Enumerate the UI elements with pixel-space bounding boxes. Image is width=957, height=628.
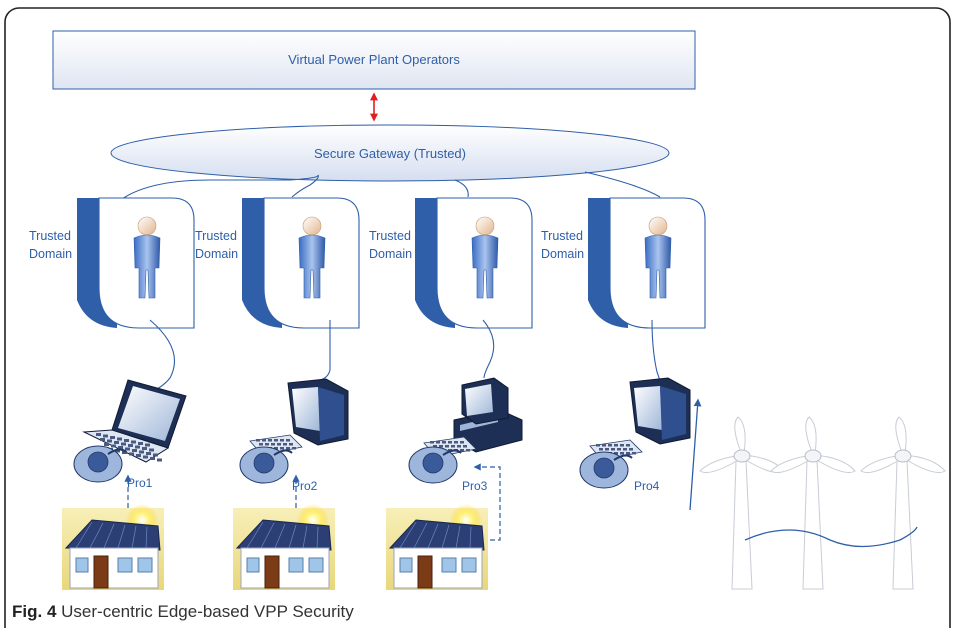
operators-box (52, 30, 696, 90)
gateway-link-4 (584, 171, 661, 198)
house-icon (235, 519, 332, 589)
monitor-icon (287, 378, 349, 446)
prosumer-1-station: Pro1 (73, 379, 187, 490)
desktop-computer-icon (453, 377, 523, 453)
gateway-link-3 (454, 179, 469, 198)
operator-person-icon (298, 216, 326, 299)
domain-label-line1: Trusted (29, 229, 71, 243)
gateway-label: Secure Gateway (Trusted) (314, 146, 466, 161)
device-link-4 (651, 319, 661, 384)
user-topdown-icon (579, 451, 633, 489)
solar-house-1 (62, 474, 164, 590)
user-topdown-icon (73, 445, 127, 483)
domain-label-line1: Trusted (541, 229, 583, 243)
prosumer-2-station: Pro2 (239, 378, 349, 493)
prosumer-label: Pro4 (634, 479, 660, 493)
wind-turbine-icon (699, 416, 785, 590)
operator-person-icon (471, 216, 499, 299)
prosumer-3-station: Pro3 (408, 377, 523, 493)
domain-label-line1: Trusted (195, 229, 237, 243)
domain-label-line1: Trusted (369, 229, 411, 243)
prosumer-label: Pro3 (462, 479, 488, 493)
domain-device-links (147, 319, 661, 393)
device-link-3 (482, 319, 495, 379)
wind-power-line (744, 526, 918, 548)
pro3-house-feedback-arrow (473, 463, 501, 541)
prosumer-4-station: Pro4 (579, 377, 691, 493)
gateway-link-1 (121, 174, 319, 200)
wind-turbine-icon (860, 416, 946, 590)
laptop-icon (82, 379, 187, 463)
figure-caption: Fig. 4 User-centric Edge-based VPP Secur… (12, 602, 354, 622)
secure-gateway-ellipse (110, 124, 670, 182)
operator-person-icon (133, 216, 161, 299)
user-topdown-icon (408, 446, 462, 484)
domain-label-line2: Domain (369, 247, 412, 261)
figure-frame (4, 7, 951, 628)
domain-label-line2: Domain (541, 247, 584, 261)
user-topdown-icon (239, 446, 293, 484)
gateway-link-2 (291, 174, 319, 198)
caption-label: Fig. 4 (12, 602, 57, 621)
solar-house-3 (386, 504, 488, 590)
gateway-links (121, 171, 661, 200)
domain-label-line2: Domain (29, 247, 72, 261)
operators-label: Virtual Power Plant Operators (288, 52, 460, 67)
device-link-1 (147, 319, 175, 393)
wind-to-pro4-arrow (689, 398, 702, 511)
wind-turbine-icon (770, 416, 856, 590)
prosumer-label: Pro1 (127, 476, 153, 490)
caption-text: User-centric Edge-based VPP Security (61, 602, 354, 621)
domain-label-line2: Domain (195, 247, 238, 261)
monitor-icon (629, 377, 691, 445)
house-icon (388, 519, 485, 589)
operator-person-icon (644, 216, 672, 299)
device-link-2 (319, 320, 331, 381)
house-icon (64, 519, 161, 589)
prosumer-label: Pro2 (292, 479, 318, 493)
solar-house-2 (233, 474, 335, 590)
